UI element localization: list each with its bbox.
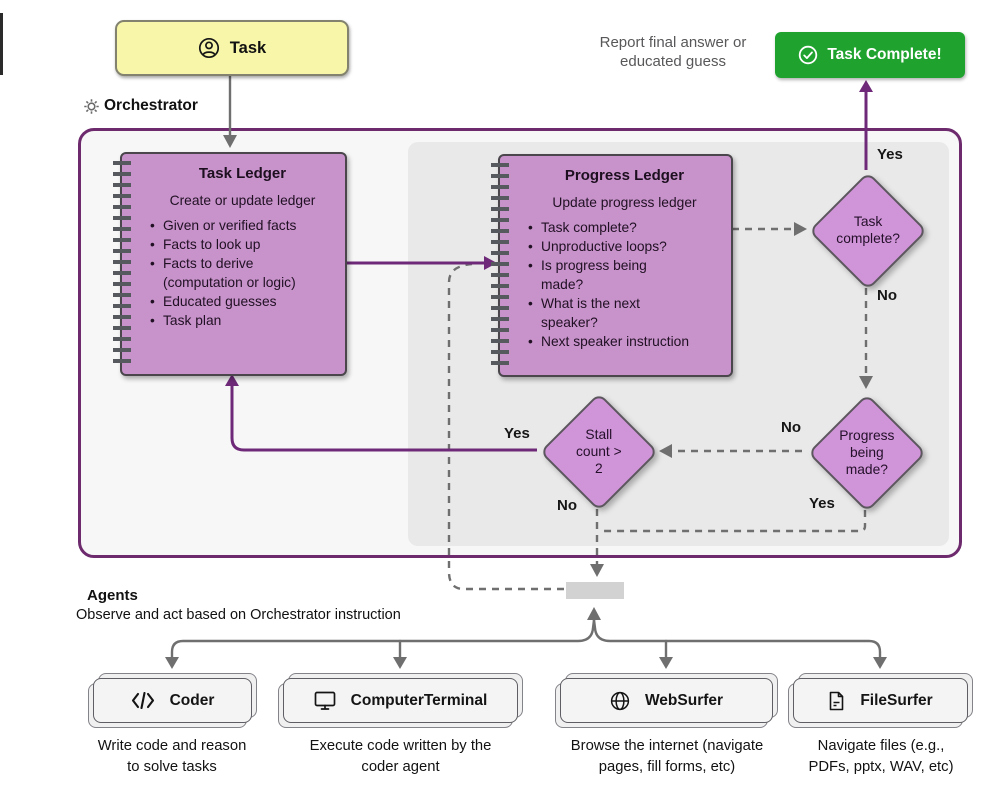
agents-heading: Agents xyxy=(87,587,138,604)
progress-ledger-title: Progress Ledger xyxy=(564,167,685,184)
gear-icon xyxy=(84,99,99,114)
decision-task-complete: Task complete? xyxy=(808,171,928,291)
agent-name: FileSurfer xyxy=(860,691,933,709)
spiral-binding-icon xyxy=(113,161,131,367)
agent-card-computerterminal: ComputerTerminal xyxy=(278,673,523,728)
terminal-icon xyxy=(314,691,336,710)
edge-label-yes: Yes xyxy=(504,425,530,442)
decision-stall-count: Stall count > 2 xyxy=(539,392,659,512)
task-ledger-title: Task Ledger xyxy=(198,165,287,182)
task-complete-button[interactable]: Task Complete! xyxy=(775,32,965,78)
decision-progress-being-made: Progress being made? xyxy=(807,393,927,513)
decision-task-complete-label: Task complete? xyxy=(836,214,900,246)
edge-label-yes: Yes xyxy=(877,146,903,163)
instruction-handoff-bar xyxy=(566,582,624,599)
agent-card-coder: Coder xyxy=(88,673,257,728)
agent-description: Navigate files (e.g., PDFs, pptx, WAV, e… xyxy=(808,738,954,775)
task-complete-label: Task Complete! xyxy=(827,46,942,63)
report-note: Report final answer or educated guess xyxy=(599,34,747,70)
list-item: Educated guesses xyxy=(148,292,337,311)
agent-card-filesurfer: FileSurfer xyxy=(788,673,973,728)
file-icon xyxy=(830,691,844,710)
edge-label-no: No xyxy=(877,287,897,304)
list-item: Unproductive loops? xyxy=(526,237,723,256)
agent-description: Browse the internet (navigate pages, fil… xyxy=(570,738,764,775)
screen-artifact xyxy=(0,13,3,75)
list-item: Facts to look up xyxy=(148,235,337,254)
agent-name: ComputerTerminal xyxy=(350,691,488,709)
agent-description: Execute code written by the coder agent xyxy=(309,738,492,775)
agent-description: Write code and reason to solve tasks xyxy=(97,738,247,775)
list-item: What is the next speaker? xyxy=(526,294,723,332)
agents-subheading: Observe and act based on Orchestrator in… xyxy=(76,607,401,623)
list-item: Task complete? xyxy=(526,218,723,237)
decision-progress-label: Progress being made? xyxy=(839,427,895,477)
task-ledger: Task Ledger Create or update ledger Give… xyxy=(113,152,347,376)
task-label: Task xyxy=(229,38,267,57)
progress-ledger-subtitle: Update progress ledger xyxy=(552,195,697,210)
list-item: Next speaker instruction xyxy=(526,332,723,351)
code-icon xyxy=(131,692,154,709)
task-box: Task xyxy=(115,20,349,76)
orchestrator-label: Orchestrator xyxy=(104,97,198,114)
agent-card-websurfer: WebSurfer xyxy=(555,673,778,728)
list-item: Is progress being made? xyxy=(526,256,723,294)
edge-label-yes: Yes xyxy=(809,495,835,512)
task-ledger-list: Given or verified facts Facts to look up… xyxy=(148,216,337,330)
decision-stall-label: Stall count > 2 xyxy=(576,426,622,476)
check-circle-icon xyxy=(799,45,818,65)
task-ledger-subtitle: Create or update ledger xyxy=(169,193,316,208)
agent-name: Coder xyxy=(169,691,215,709)
person-icon xyxy=(198,37,219,59)
progress-ledger: Progress Ledger Update progress ledger T… xyxy=(491,154,733,377)
agent-name: WebSurfer xyxy=(644,691,724,709)
progress-ledger-list: Task complete? Unproductive loops? Is pr… xyxy=(526,218,723,351)
globe-icon xyxy=(610,691,630,710)
list-item: Facts to derive (computation or logic) xyxy=(148,254,337,292)
list-item: Given or verified facts xyxy=(148,216,337,235)
spiral-binding-icon xyxy=(491,163,509,368)
edge-label-no: No xyxy=(557,497,577,514)
edge-label-no: No xyxy=(781,419,801,436)
list-item: Task plan xyxy=(148,311,337,330)
